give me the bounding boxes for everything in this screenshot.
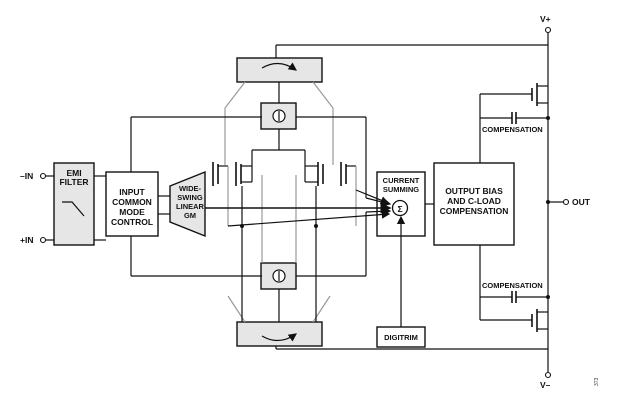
lowpass-icon bbox=[62, 201, 85, 217]
input-transistors bbox=[212, 129, 357, 226]
icm-line3: MODE bbox=[119, 207, 145, 217]
compensation-bottom-label: COMPENSATION bbox=[482, 281, 543, 290]
output-bias-line1: OUTPUT BIAS bbox=[445, 186, 503, 196]
figure-id: 373 bbox=[594, 377, 600, 386]
gm-line3: LINEAR bbox=[176, 202, 205, 211]
in-pos-pin bbox=[39, 236, 47, 244]
in-neg-pin bbox=[39, 172, 47, 180]
gm-line2: SWING bbox=[177, 193, 203, 202]
vplus-pin: V+ bbox=[540, 14, 552, 34]
vminus-label: V– bbox=[540, 380, 551, 390]
output-bias-line3: COMPENSATION bbox=[440, 206, 509, 216]
emi-filter-block: EMI FILTER bbox=[53, 162, 95, 246]
wide-swing-gm-block: WIDE- SWING LINEAR GM bbox=[169, 170, 206, 238]
bottom-current-source bbox=[260, 262, 297, 322]
icm-line4: CONTROL bbox=[111, 217, 153, 227]
control-lines bbox=[130, 116, 367, 277]
in-pos-label: +IN bbox=[20, 235, 33, 245]
input-common-mode-control-block: INPUT COMMON MODE CONTROL bbox=[105, 171, 159, 237]
in-neg-label: –IN bbox=[20, 171, 33, 181]
emi-label-line2: FILTER bbox=[59, 177, 88, 187]
output-stage bbox=[479, 83, 570, 332]
output-bias-block: OUTPUT BIAS AND C-LOAD COMPENSATION bbox=[433, 162, 515, 246]
bottom-current-mirror bbox=[236, 321, 323, 347]
gm-line4: GM bbox=[184, 211, 196, 220]
vplus-label: V+ bbox=[540, 14, 551, 24]
out-label: OUT bbox=[572, 197, 591, 207]
emi-label-line1: EMI bbox=[66, 168, 81, 178]
top-current-source bbox=[260, 82, 297, 130]
compensation-top-label: COMPENSATION bbox=[482, 125, 543, 134]
current-summing-line1: CURRENT bbox=[383, 176, 420, 185]
icm-line2: COMMON bbox=[112, 197, 152, 207]
current-summing-line2: SUMMING bbox=[383, 185, 419, 194]
output-bias-line2: AND C-LOAD bbox=[447, 196, 501, 206]
top-current-mirror bbox=[236, 57, 323, 83]
digitrim-block: DIGITRIM bbox=[376, 215, 426, 348]
icm-line1: INPUT bbox=[119, 187, 145, 197]
input-wiring bbox=[39, 172, 170, 244]
vminus-pin: V– bbox=[540, 371, 552, 390]
digitrim-label: DIGITRIM bbox=[384, 333, 418, 342]
gm-line1: WIDE- bbox=[179, 184, 202, 193]
summing-symbol: Σ bbox=[397, 204, 402, 214]
summing-inputs bbox=[205, 189, 392, 227]
summing-node-icon bbox=[391, 199, 409, 217]
